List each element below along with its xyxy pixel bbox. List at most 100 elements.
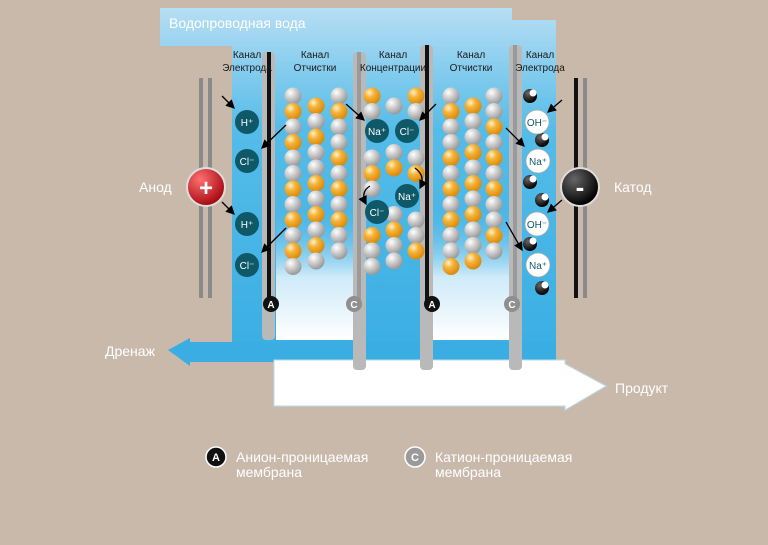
ion-oh-2: OH⁻ (524, 211, 550, 237)
water-molecule (385, 97, 403, 115)
water-molecule (442, 87, 460, 105)
svg-text:Na⁺: Na⁺ (398, 192, 416, 203)
water-molecule (464, 97, 482, 115)
ion-cl-3: Cl⁻ (395, 119, 419, 143)
water-molecule (464, 190, 482, 208)
water-molecule (442, 180, 460, 198)
water-molecule (330, 87, 348, 105)
water-molecule (307, 190, 325, 208)
water-molecule (485, 149, 503, 167)
hydrogen-bubble-highlight (529, 89, 537, 97)
water-molecule (284, 118, 302, 136)
water-molecule (442, 227, 460, 244)
water-molecule (407, 227, 425, 244)
svg-text:Cl⁻: Cl⁻ (400, 127, 415, 138)
membrane-a1 (262, 52, 275, 340)
water-molecule (385, 159, 403, 177)
water-molecule (464, 113, 482, 130)
water-molecule (284, 211, 302, 229)
water-molecule (307, 128, 325, 146)
water-molecule (442, 242, 460, 260)
water-molecule (307, 175, 325, 192)
water-molecule (330, 118, 348, 136)
water-molecule (330, 149, 348, 167)
water-molecule (363, 227, 381, 244)
svg-text:H⁺: H⁺ (241, 220, 254, 231)
water-molecule (485, 196, 503, 213)
water-molecule (442, 149, 460, 167)
cathode-label: Катод (614, 179, 652, 195)
water-molecule (307, 113, 325, 130)
water-molecule (485, 118, 503, 136)
water-molecule (442, 118, 460, 136)
water-molecules (284, 87, 549, 295)
water-molecule (363, 165, 381, 182)
water-molecule (464, 128, 482, 146)
hydrogen-bubble-highlight (529, 175, 537, 183)
water-molecule (284, 242, 302, 260)
membrane-a2 (420, 45, 433, 370)
svg-text:+: + (199, 175, 213, 202)
water-molecule (330, 211, 348, 229)
water-molecule (363, 180, 381, 198)
anode-electrode: + (186, 167, 226, 207)
water-molecule (363, 149, 381, 167)
water-molecule (363, 87, 381, 105)
water-molecule (330, 134, 348, 151)
water-molecule (464, 252, 482, 270)
water-molecule (385, 221, 403, 239)
water-molecule (284, 196, 302, 213)
water-molecule (284, 149, 302, 167)
water-molecule (307, 221, 325, 239)
ion-na-1: Na⁺ (365, 119, 389, 143)
membrane-label-c1: C (346, 296, 362, 312)
svg-text:-: - (576, 172, 585, 202)
svg-text:Cl⁻: Cl⁻ (240, 261, 255, 272)
svg-text:Na⁺: Na⁺ (368, 127, 386, 138)
ion-cl-1: Cl⁻ (235, 149, 259, 173)
svg-text:A: A (428, 300, 435, 311)
ion-oh-1: OH⁻ (524, 109, 550, 135)
product-label: Продукт (615, 380, 669, 396)
hydrogen-bubble-highlight (541, 281, 549, 289)
water-molecule (464, 206, 482, 223)
svg-text:A: A (267, 300, 274, 311)
svg-text:Cl⁻: Cl⁻ (240, 157, 255, 168)
ion-cl-2: Cl⁻ (235, 253, 259, 277)
water-molecule (307, 206, 325, 223)
water-molecule (464, 221, 482, 239)
water-molecule (485, 103, 503, 120)
water-molecule (485, 165, 503, 182)
water-molecule (442, 211, 460, 229)
svg-text:A: A (212, 452, 220, 464)
water-molecule (330, 242, 348, 260)
drain-label: Дренаж (105, 343, 155, 359)
ion-na-4: Na⁺ (525, 252, 551, 278)
svg-text:Na⁺: Na⁺ (529, 157, 547, 168)
legend-cation-icon: C (404, 446, 426, 468)
anode-label: Анод (139, 179, 172, 195)
water-molecule (442, 134, 460, 151)
membrane-label-a1: A (263, 296, 279, 312)
svg-text:H⁺: H⁺ (241, 118, 254, 129)
svg-text:OH⁻: OH⁻ (527, 220, 547, 231)
water-molecule (385, 144, 403, 161)
water-molecule (464, 159, 482, 177)
water-molecule (385, 206, 403, 223)
membrane-c2 (509, 45, 522, 370)
water-molecule (284, 134, 302, 151)
legend-anion-icon: A (205, 446, 227, 468)
ion-h-1: H⁺ (235, 110, 259, 134)
membrane-label-a2: A (424, 296, 440, 312)
water-molecule (330, 165, 348, 182)
water-molecule (284, 227, 302, 244)
water-molecule (330, 227, 348, 244)
water-molecule (407, 87, 425, 105)
